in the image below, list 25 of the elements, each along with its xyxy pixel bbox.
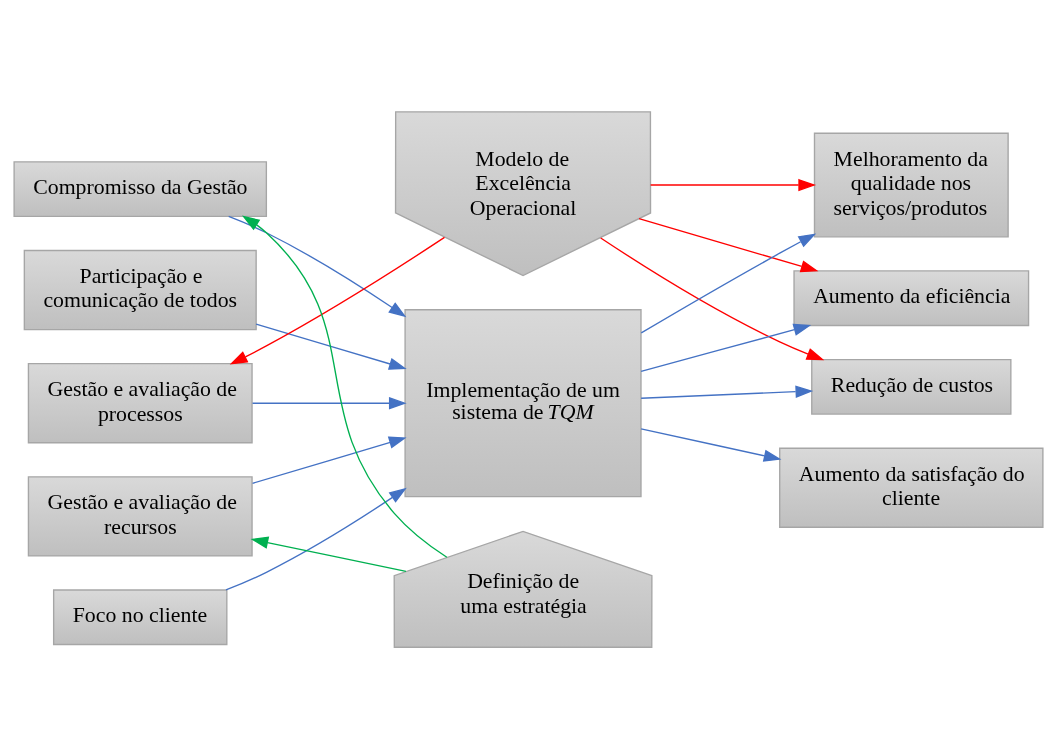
node-box: Participação e comunicação de todos (23, 249, 257, 331)
arrow (251, 436, 407, 484)
arrow (255, 323, 407, 370)
node-box: Melhoramento da qualidade nos serviços/produtos (813, 132, 1009, 238)
node-box: Foco no cliente (52, 589, 228, 646)
arrow (649, 178, 817, 192)
arrow (638, 218, 819, 273)
arrow (640, 428, 782, 462)
node-box: Implementação de um sistema de TQM (404, 309, 642, 498)
node-box: Aumento da eficiência (793, 270, 1030, 327)
arrow (600, 237, 825, 361)
node-box: Compromisso da Gestão (13, 161, 268, 218)
arrow (225, 487, 407, 591)
node-box: Redução de custos (811, 358, 1012, 415)
arrow (251, 397, 407, 410)
node-box: Gestão e avaliação de processos (27, 363, 253, 444)
arrow (640, 323, 812, 373)
arrow (229, 236, 446, 365)
arrow (241, 215, 448, 558)
arrow (640, 385, 814, 399)
node-box: Aumento da satisfação do cliente (779, 447, 1044, 528)
arrow (250, 536, 407, 573)
node-box: Gestão e avaliação de recursos (27, 476, 253, 557)
arrow (228, 215, 407, 318)
arrow (640, 233, 817, 334)
